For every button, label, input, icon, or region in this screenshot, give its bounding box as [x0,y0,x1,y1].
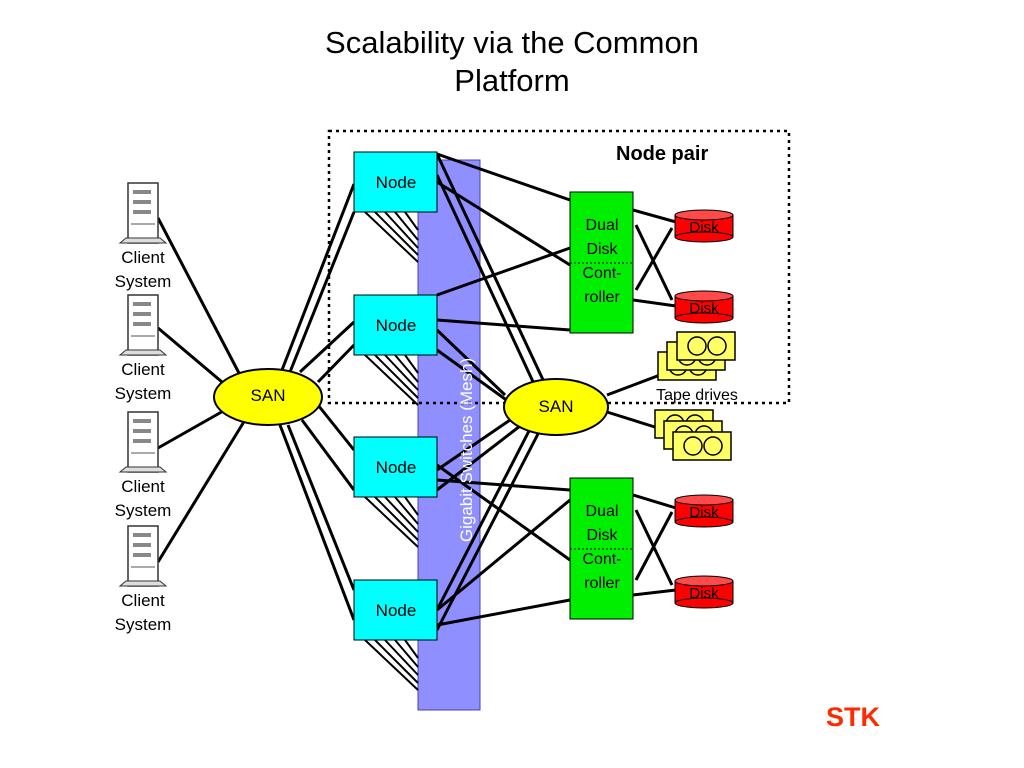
disk-cylinder [674,575,734,609]
tape-drives-label: Tape drives [656,387,738,404]
title-line-2: Platform [454,63,570,98]
client-system-label: Client System [98,589,188,637]
client-label-line: System [114,384,172,403]
stk-logo: STK [826,702,880,732]
disk-label: Disk [689,300,719,317]
client-label-line: Client [121,591,165,610]
controller-label-line: Dual [585,217,619,234]
controller-label: Dual Disk Cont- roller [571,214,633,310]
client-label-line: System [114,615,172,634]
gigabit-mesh-label: Gigabit Switches (Mesh) [457,357,476,543]
client-label-line: Client [121,248,165,267]
node-label: Node [375,173,417,192]
node-label: Node [375,601,417,620]
controller-label-line: roller [584,575,620,592]
mesh-fanout [364,211,419,691]
controller-label-line: Dual [585,503,619,520]
node-box [353,436,438,498]
san-left-label: SAN [250,386,286,405]
san-right-ellipse [503,378,609,436]
page-title: Scalability via the Common Platform [0,24,1024,100]
controller-label-line: Cont- [582,265,622,282]
node-pair-label: Node pair [616,143,709,165]
node-label: Node [375,316,417,335]
controller-label-line: Disk [586,527,618,544]
client-system-icon [118,182,168,244]
client-label-line: System [114,501,172,520]
client-label-line: System [114,272,172,291]
disk-label: Disk [689,504,719,521]
client-system-label: Client System [98,358,188,406]
disk-label: Disk [689,219,719,236]
controller-label-line: Cont- [582,551,622,568]
disk-cylinder [674,290,734,324]
disk-cylinder [674,494,734,528]
client-label-line: Client [121,360,165,379]
client-system-label: Client System [98,246,188,294]
node-box [353,579,438,641]
client-system-icon [118,294,168,356]
tape-drive-icon [657,331,736,381]
client-system-icon [118,525,168,587]
disk-cylinder [674,209,734,243]
disk-label: Disk [689,585,719,602]
san-right-label: SAN [538,397,574,416]
client-system-label: Client System [98,475,188,523]
node-box [353,151,438,213]
client-label-line: Client [121,477,165,496]
node-box [353,294,438,356]
controller-label: Dual Disk Cont- roller [571,500,633,596]
links [156,152,677,631]
title-line-1: Scalability via the Common [325,25,699,60]
node-label: Node [375,458,417,477]
controller-label-line: Disk [586,241,618,258]
san-left-ellipse [213,368,323,426]
controller-label-line: roller [584,289,620,306]
client-system-icon [118,411,168,473]
tape-drive-icon [654,409,732,461]
